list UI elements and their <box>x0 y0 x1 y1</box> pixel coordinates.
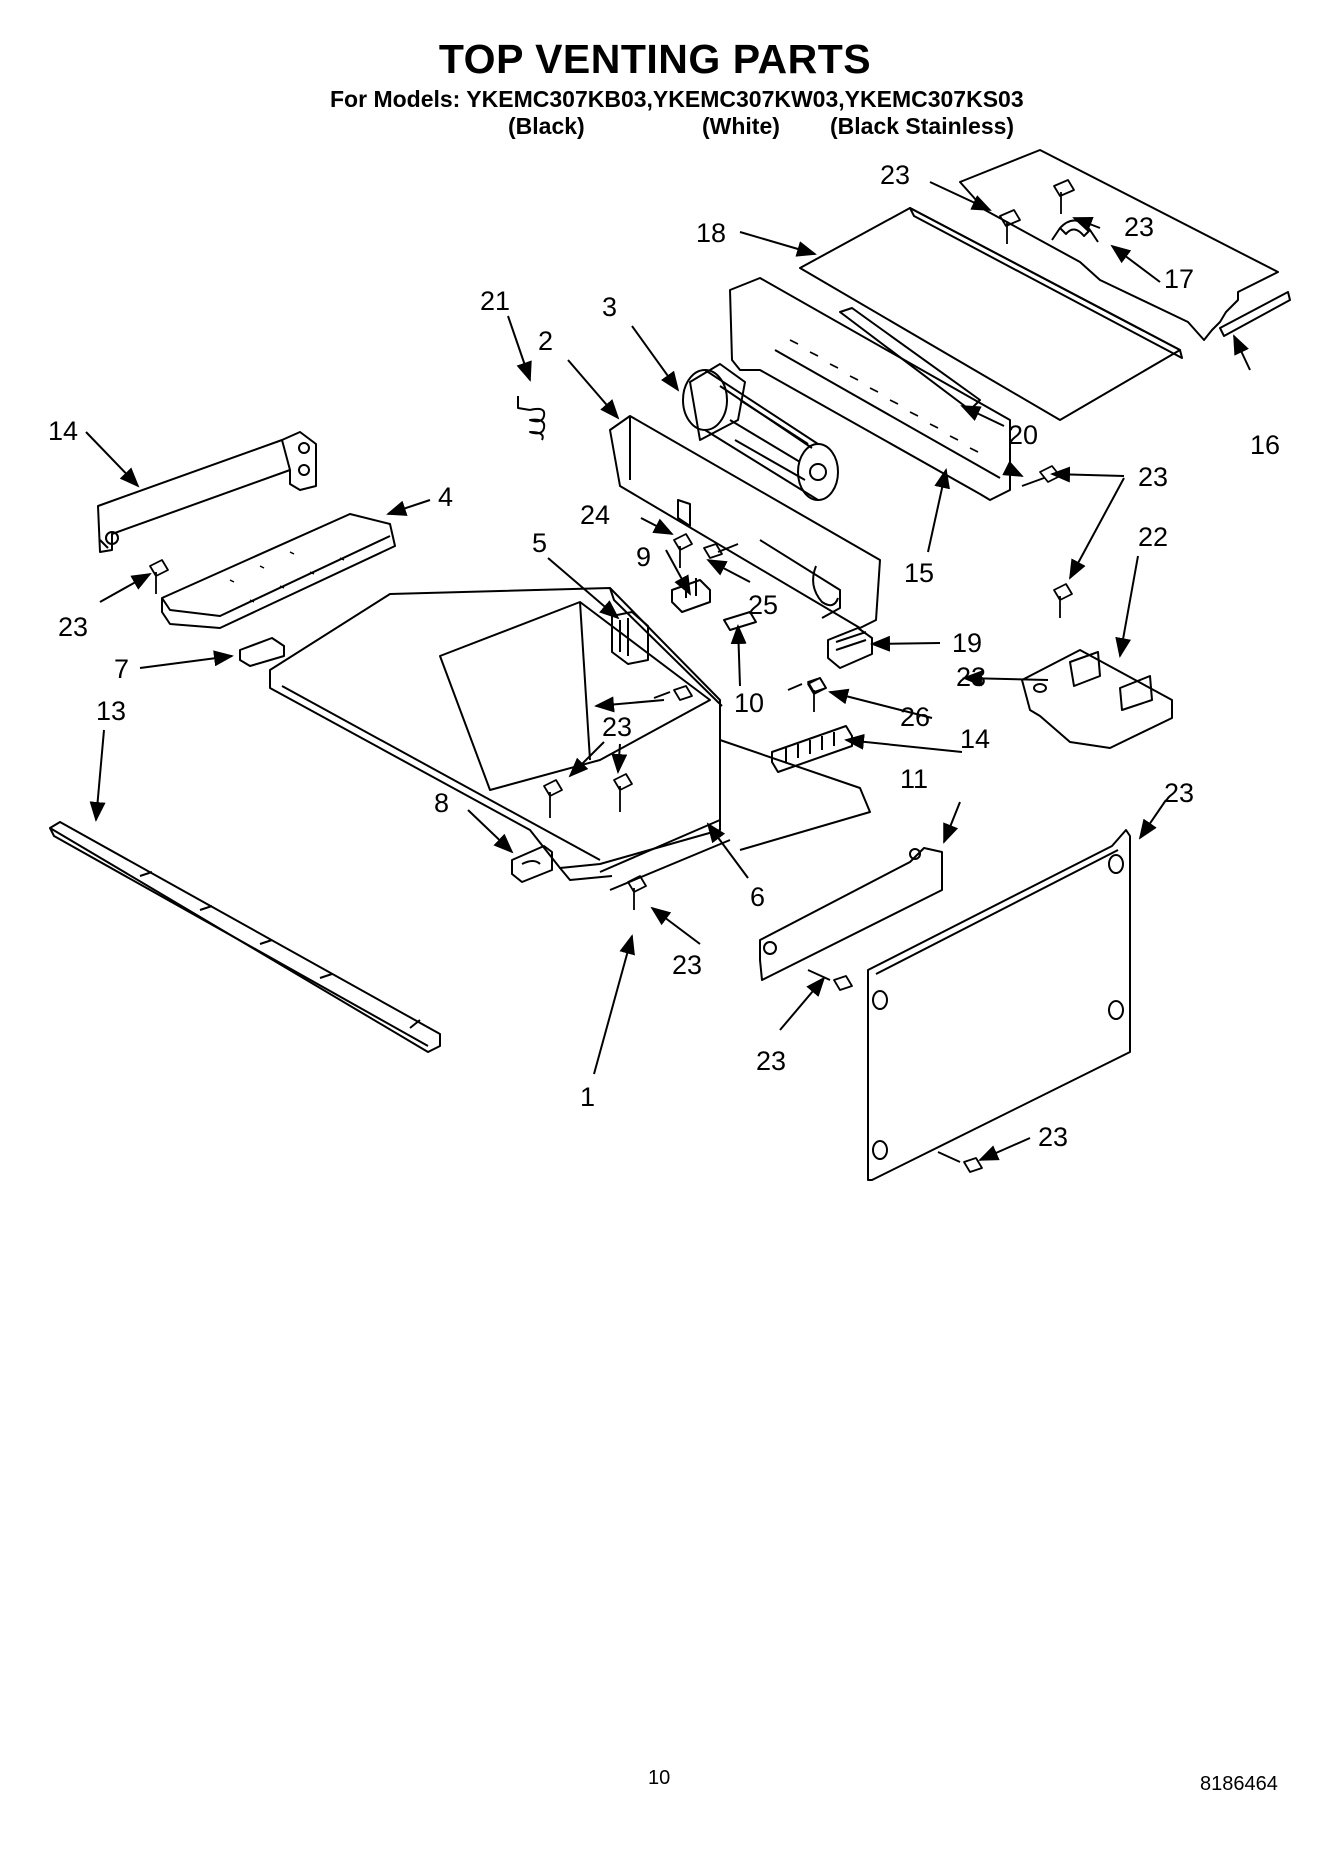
callout-label: 4 <box>438 482 453 512</box>
variant-black-stainless: (Black Stainless) <box>830 113 1015 139</box>
part-8-latch <box>511 845 553 883</box>
callout-label: 9 <box>636 542 651 572</box>
leader-lines <box>85 181 1251 1161</box>
part-18-inner-plate <box>799 207 1183 421</box>
callout-label: 23 <box>956 662 986 692</box>
callout-label: 14 <box>48 416 78 446</box>
callout-label: 16 <box>1250 430 1280 460</box>
callout-label: 20 <box>1008 420 1038 450</box>
part-14-right-bracket <box>759 847 943 981</box>
part-6-tray <box>269 587 871 891</box>
part-22-bracket <box>1021 649 1173 749</box>
callout-label: 23 <box>1164 778 1194 808</box>
part-7-clip <box>239 637 285 667</box>
screws <box>149 179 1075 1173</box>
part-10-fuse <box>723 611 757 631</box>
callout-label: 22 <box>1138 522 1168 552</box>
callout-label: 23 <box>1124 212 1154 242</box>
callout-label: 15 <box>904 558 934 588</box>
part-2-shroud <box>609 415 881 629</box>
callout-label: 2 <box>538 326 553 356</box>
callout-label: 24 <box>580 500 610 530</box>
part-3-blower <box>682 363 839 501</box>
callout-label: 18 <box>696 218 726 248</box>
part-11-terminal-block <box>771 725 853 773</box>
callout-label: 17 <box>1164 264 1194 294</box>
callout-labels: 23 18 23 17 16 21 3 2 20 14 4 15 23 24 9… <box>48 160 1280 1152</box>
callout-label: 23 <box>672 950 702 980</box>
page-number: 10 <box>648 1767 671 1789</box>
callout-label: 23 <box>756 1046 786 1076</box>
variant-black: (Black) <box>508 113 585 139</box>
callout-label: 21 <box>480 286 510 316</box>
callout-label: 6 <box>750 882 765 912</box>
callout-label: 23 <box>1138 462 1168 492</box>
callout-label: 14 <box>960 724 990 754</box>
part-15-bracket <box>729 277 1011 501</box>
part-19-relay <box>827 627 873 669</box>
part-9-terminal <box>671 578 711 613</box>
part-13-trim <box>49 821 441 1053</box>
callout-label: 23 <box>58 612 88 642</box>
callout-label: 8 <box>434 788 449 818</box>
callout-label: 25 <box>748 590 778 620</box>
part-12-side-panel <box>867 829 1131 1181</box>
part-16-top-cover <box>959 149 1291 341</box>
callout-label: 23 <box>602 712 632 742</box>
document-number: 8186464 <box>1200 1773 1278 1795</box>
callout-label: 5 <box>532 528 547 558</box>
callout-label: 11 <box>900 764 928 794</box>
part-5-switch <box>611 611 649 665</box>
callout-label: 23 <box>880 160 910 190</box>
callout-label: 10 <box>734 688 764 718</box>
part-21-spring <box>517 396 546 441</box>
variant-white: (White) <box>702 113 780 139</box>
callout-label: 23 <box>1038 1122 1068 1152</box>
callout-label: 7 <box>114 654 129 684</box>
part-17-clip <box>1051 219 1099 243</box>
page-title: TOP VENTING PARTS <box>438 36 872 82</box>
callout-label: 3 <box>602 292 617 322</box>
part-4-plate <box>161 513 396 629</box>
callout-label: 26 <box>900 702 930 732</box>
part-14-left-bracket <box>97 431 317 553</box>
part-20-gasket <box>839 307 981 411</box>
callout-label: 1 <box>580 1082 595 1112</box>
models-line: For Models: YKEMC307KB03,YKEMC307KW03,YK… <box>330 86 1024 112</box>
callout-label: 19 <box>952 628 982 658</box>
callout-label: 13 <box>96 696 126 726</box>
